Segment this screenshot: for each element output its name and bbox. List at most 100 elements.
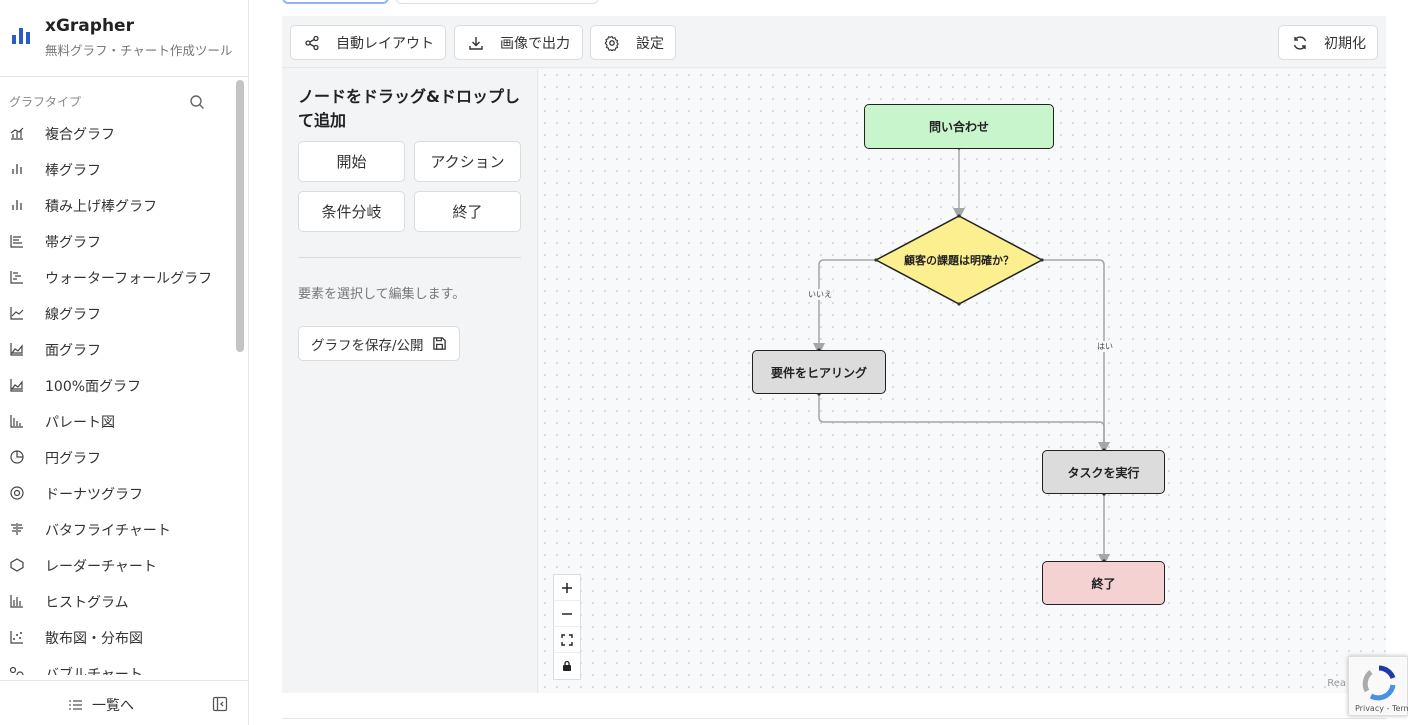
list-view-button[interactable]: 一覧へ (68, 695, 134, 715)
fit-view-button[interactable] (554, 627, 580, 653)
export-image-button[interactable]: 画像で出力 (454, 25, 583, 60)
bar-chart-icon (12, 164, 22, 174)
zoom-out-button[interactable] (554, 601, 580, 627)
node-label: 終了 (1091, 576, 1116, 591)
sidebar-item-label: 100%面グラフ (45, 379, 142, 395)
sidebar-item-band[interactable]: 帯グラフ (0, 223, 234, 259)
sidebar-item-donut[interactable]: ドーナツグラフ (0, 475, 234, 511)
node-inquiry[interactable]: 問い合わせ (864, 104, 1054, 149)
percent-area-icon (10, 379, 23, 392)
selection-hint: 要素を選択して編集します。 (298, 287, 466, 302)
sidebar-item-scatter[interactable]: 散布図・分布図 (0, 619, 234, 655)
zoom-in-button[interactable] (554, 575, 580, 601)
graph-type-list: 複合グラフ 棒グラフ 積み上げ棒グラフ 帯グラフ ウォーターフォールグラフ 線グ… (0, 115, 234, 675)
sidebar-item-histogram[interactable]: ヒストグラム (0, 583, 234, 619)
logo-bar-icon (12, 28, 30, 44)
sidebar-item-label: 帯グラフ (45, 235, 101, 251)
butterfly-chart-icon (11, 523, 23, 535)
node-label: 要件をヒアリング (770, 365, 867, 380)
auto-layout-button[interactable]: 自動レイアウト (290, 25, 446, 60)
sidebar-item-pie[interactable]: 円グラフ (0, 439, 234, 475)
node-hearing[interactable]: 要件をヒアリング (752, 350, 886, 394)
palette-start-node[interactable]: 開始 (298, 141, 405, 182)
sidebar-item-stacked-bar[interactable]: 積み上げ棒グラフ (0, 187, 234, 223)
auto-layout-label: 自動レイアウト (336, 35, 434, 52)
recaptcha-label[interactable]: Privacy - Terms (1355, 704, 1408, 713)
sidebar-item-label: ヒストグラム (45, 595, 129, 611)
refresh-icon (1293, 35, 1307, 50)
settings-button[interactable]: 設定 (590, 25, 676, 60)
sidebar-item-percent-area[interactable]: 100%面グラフ (0, 367, 234, 403)
node-task[interactable]: タスクを実行 (1042, 450, 1165, 494)
sidebar-item-label: 棒グラフ (45, 163, 101, 179)
sidebar-item-label: 散布図・分布図 (45, 631, 143, 647)
lock-icon (563, 660, 571, 671)
sidebar-item-radar[interactable]: レーダーチャート (0, 547, 234, 583)
donut-chart-icon (10, 486, 24, 500)
collapse-sidebar-icon[interactable] (212, 696, 228, 712)
scatter-icon (10, 631, 23, 644)
sidebar-item-label: 複合グラフ (45, 127, 115, 143)
sidebar-item-label: ウォーターフォールグラフ (45, 271, 213, 287)
sidebar-item-bar[interactable]: 棒グラフ (0, 151, 234, 187)
node-label: タスクを実行 (1067, 465, 1140, 480)
sidebar-item-label: 線グラフ (45, 307, 101, 323)
area-chart-icon (10, 343, 23, 356)
edge-label-yes[interactable]: はい (1096, 341, 1114, 352)
line-chart-icon (10, 307, 24, 320)
gear-icon (604, 35, 619, 51)
sidebar-item-pareto[interactable]: パレート図 (0, 403, 234, 439)
edge-label-no[interactable]: いいえ (807, 289, 833, 300)
palette-end-node[interactable]: 終了 (414, 191, 521, 232)
save-icon (432, 337, 446, 350)
canvas-attribution[interactable]: Rea (1327, 678, 1346, 689)
sidebar-item-bubble[interactable]: バブルチャート (0, 655, 234, 675)
editor-toolbar: 自動レイアウト 画像で出力 設定 初期化 (282, 16, 1386, 68)
sidebar-scrollbar[interactable] (236, 80, 244, 352)
sidebar-item-label: 面グラフ (45, 343, 101, 359)
node-decision-label-box[interactable]: 顧客の課題は明確か？ (876, 216, 1042, 304)
app-subtitle: 無料グラフ・チャート作成ツール (45, 43, 233, 58)
palette-condition-node[interactable]: 条件分岐 (298, 191, 405, 232)
sidebar-item-label: 積み上げ棒グラフ (45, 199, 157, 215)
recaptcha-icon (1362, 665, 1396, 701)
sidebar-item-label: バブルチャート (45, 667, 143, 675)
palette-action-node[interactable]: アクション (414, 141, 521, 182)
radar-chart-icon (10, 558, 24, 572)
download-icon (469, 36, 483, 50)
node-label: 顧客の課題は明確か？ (904, 254, 1014, 267)
recaptcha-badge[interactable]: Privacy - Terms (1348, 656, 1408, 716)
zoom-controls (553, 574, 581, 680)
sidebar-item-label: レーダーチャート (45, 559, 157, 575)
sidebar-item-waterfall[interactable]: ウォーターフォールグラフ (0, 259, 234, 295)
edge-hearing-task (818, 393, 1105, 448)
list-icon (69, 700, 82, 710)
tab-secondary[interactable] (395, 0, 599, 4)
flow-editor: 自動レイアウト 画像で出力 設定 初期化 ノードをドラッグ&ドロップして追加 開… (282, 16, 1386, 693)
sidebar-item-line[interactable]: 線グラフ (0, 295, 234, 331)
app-title[interactable]: xGrapher (45, 16, 134, 36)
sidebar-item-label: バタフライチャート (45, 523, 171, 539)
settings-label: 設定 (636, 35, 664, 52)
page-divider (282, 718, 1386, 719)
share-nodes-icon (305, 35, 319, 50)
pareto-icon (10, 415, 23, 428)
minus-icon (562, 612, 572, 615)
lock-button[interactable] (554, 653, 580, 679)
search-icon[interactable] (189, 94, 205, 110)
tab-active[interactable] (282, 0, 389, 4)
export-image-label: 画像で出力 (500, 35, 570, 52)
reset-button[interactable]: 初期化 (1278, 25, 1378, 60)
plus-icon (562, 582, 572, 593)
combo-chart-icon (10, 127, 24, 140)
node-end[interactable]: 終了 (1042, 561, 1165, 605)
top-tabs (282, 0, 599, 4)
histogram-icon (10, 595, 23, 608)
sidebar-item-label: 円グラフ (45, 451, 101, 467)
flow-canvas[interactable]: 問い合わせ 顧客の課題は明確か？ 要件をヒアリング タスクを実行 終了 いいえ … (539, 69, 1386, 693)
sidebar-item-label: パレート図 (45, 415, 115, 431)
sidebar-item-butterfly[interactable]: バタフライチャート (0, 511, 234, 547)
save-publish-button[interactable]: グラフを保存/公開 (298, 326, 460, 361)
sidebar-item-area[interactable]: 面グラフ (0, 331, 234, 367)
sidebar-item-combo[interactable]: 複合グラフ (0, 115, 234, 151)
